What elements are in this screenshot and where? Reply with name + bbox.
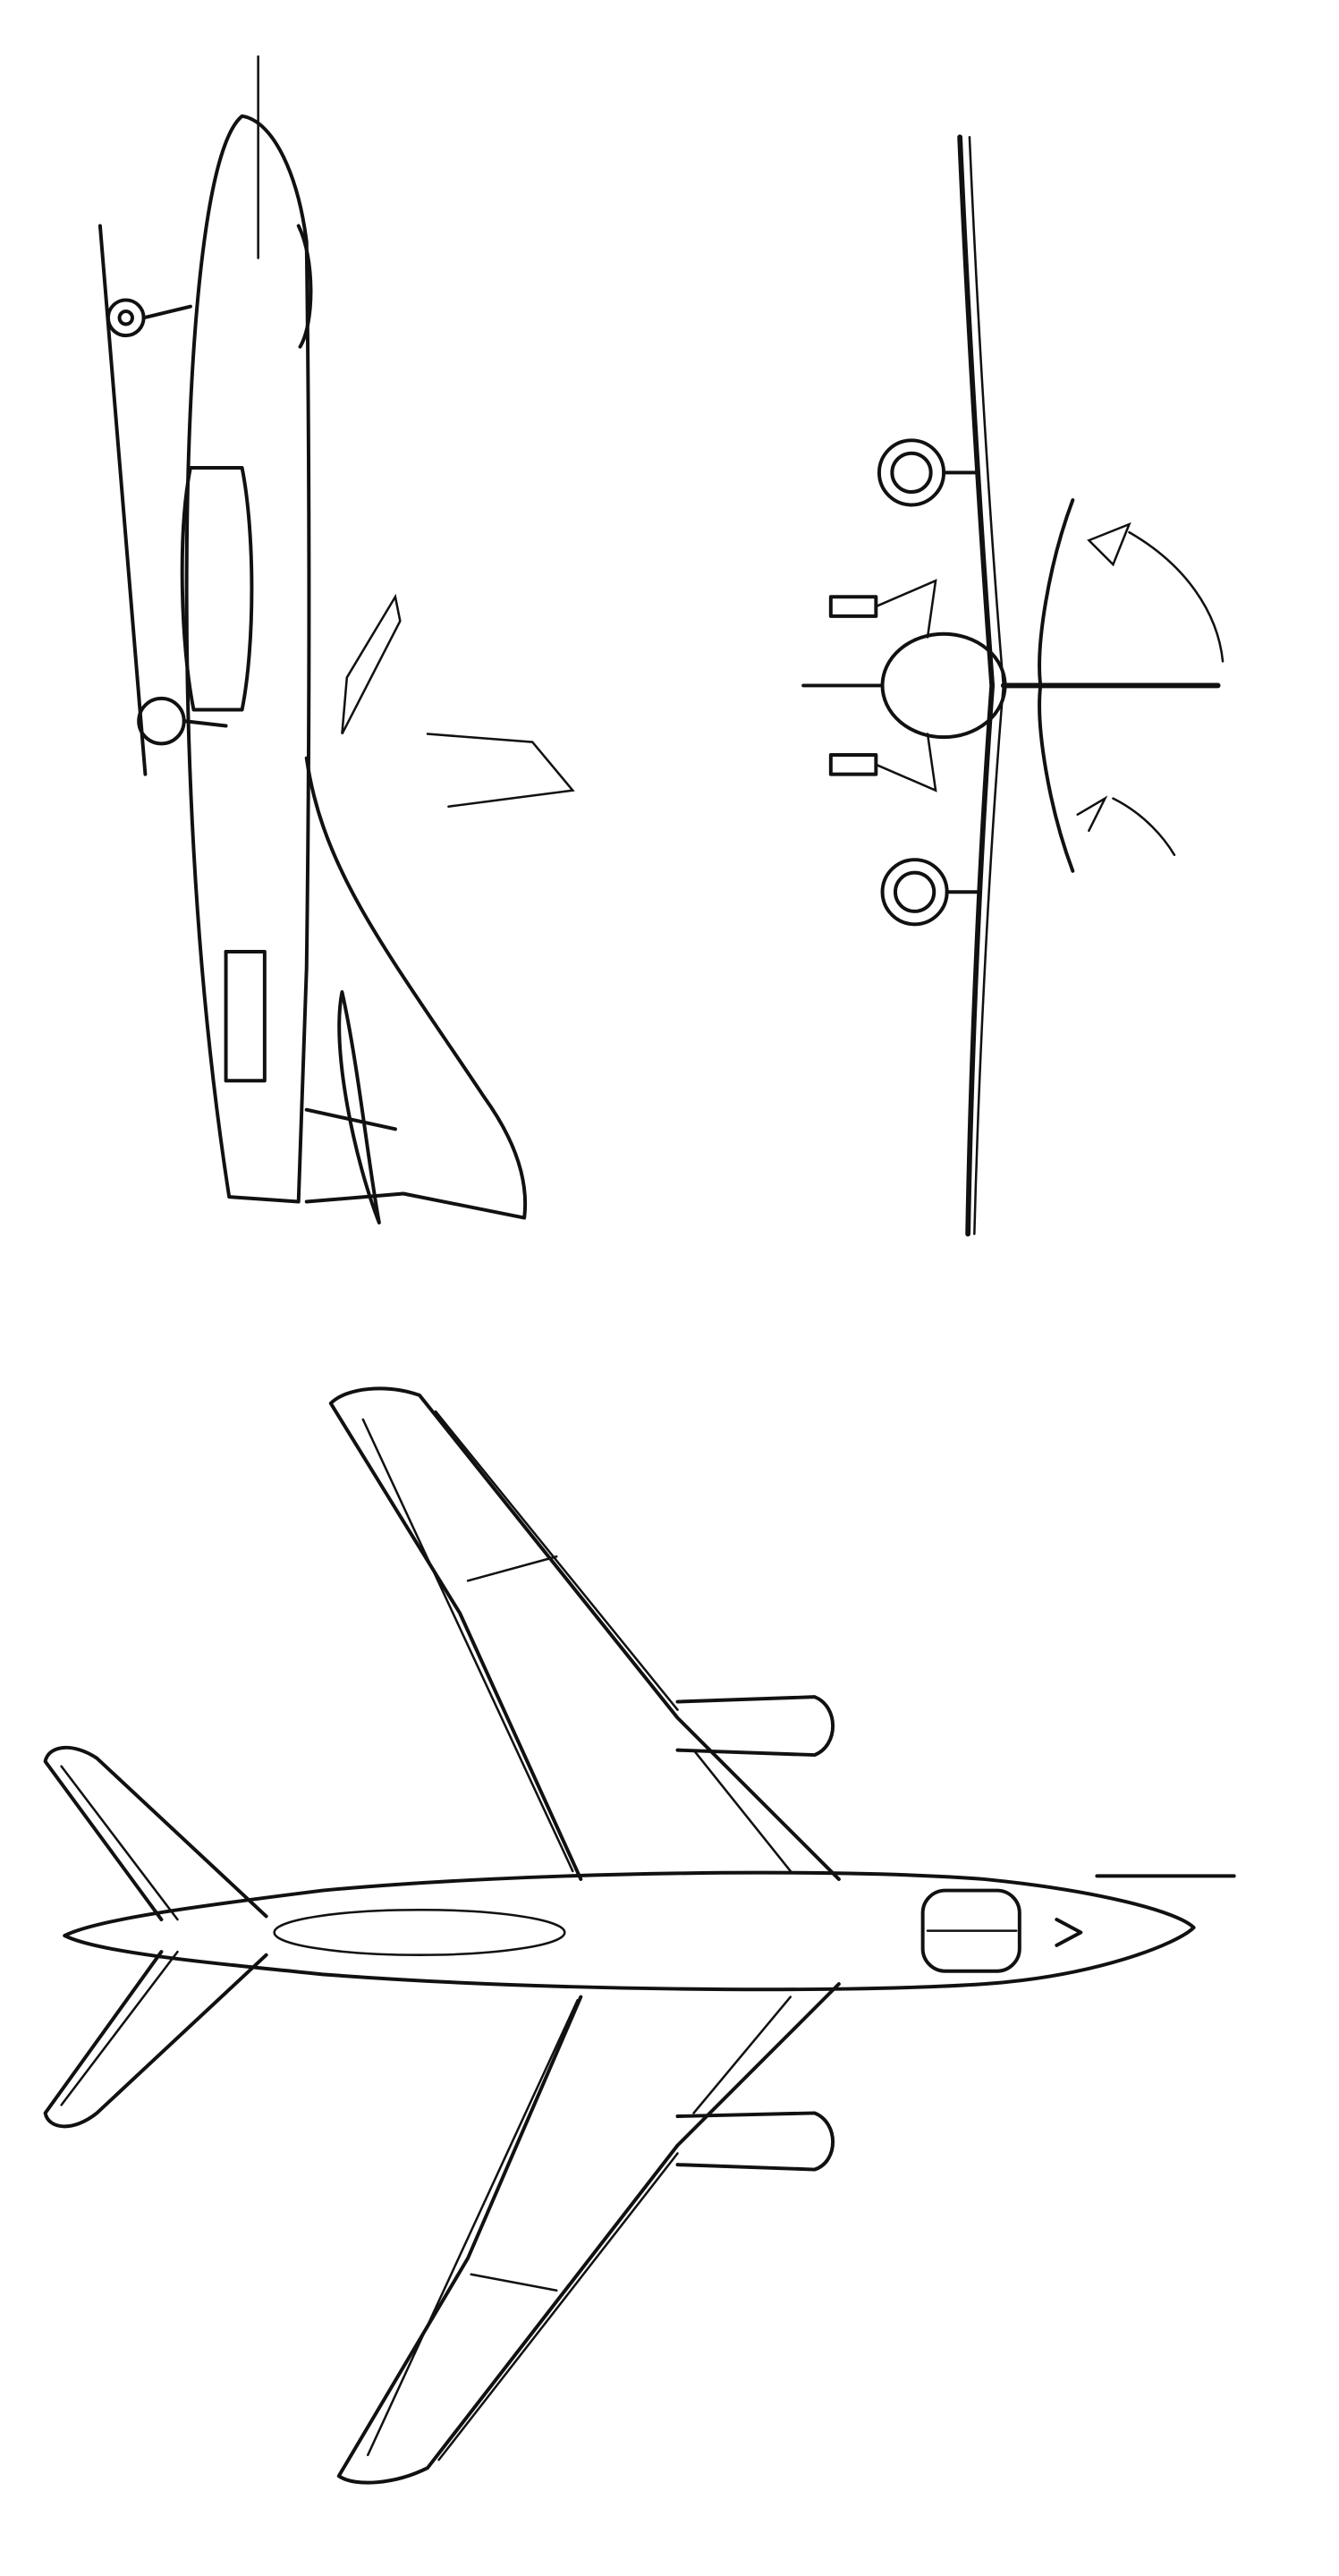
side-gear-leg-main — [182, 719, 228, 728]
front-door-arc-top — [1087, 521, 1225, 663]
top-wing-right-flap-line — [367, 1998, 579, 2457]
side-intake — [296, 224, 313, 349]
top-wing-left-slat-line — [434, 1410, 679, 1711]
side-door-2 — [426, 733, 575, 808]
top-fuselage-spine — [273, 1908, 566, 1956]
front-gear-strut-left — [875, 579, 937, 639]
front-main-gear-left — [828, 595, 878, 618]
front-door-arc-bottom — [1076, 795, 1176, 857]
top-wing-right-panels — [470, 1996, 792, 2292]
front-wing — [957, 134, 996, 1237]
front-gear-strut-right — [875, 733, 937, 792]
front-fuselage — [880, 631, 1007, 740]
top-wing-left-panels — [466, 1555, 792, 1873]
side-wheel-front — [106, 298, 146, 338]
top-wing-left — [328, 1386, 841, 1881]
side-wheel-main — [137, 696, 186, 746]
front-tailplane — [1038, 498, 1075, 873]
side-gear-leg — [141, 304, 192, 320]
front-main-gear-right — [828, 752, 878, 776]
front-engine-left — [877, 438, 946, 507]
side-rudder-line — [304, 1107, 397, 1131]
front-engine-right — [880, 858, 949, 927]
top-wing-right — [336, 1982, 841, 2485]
top-fuselage — [63, 1870, 1196, 1992]
top-nose-marker — [1055, 1918, 1083, 1947]
front-engine-left-inner — [890, 451, 933, 495]
front-engine-right-inner — [893, 870, 936, 913]
side-door-1 — [341, 593, 402, 735]
side-canopy — [180, 465, 254, 712]
front-view — [801, 134, 1225, 1237]
top-view — [43, 1386, 1236, 2485]
side-tailplane — [337, 990, 381, 1224]
side-exhaust-panel — [224, 950, 267, 1083]
side-view — [97, 55, 575, 1224]
top-tailplane-left — [43, 1745, 268, 1922]
side-vertical-tail — [304, 756, 528, 1220]
top-tailplane-right — [43, 1950, 268, 2129]
top-cockpit — [920, 1888, 1021, 1973]
side-wheel-hub — [117, 309, 134, 326]
top-engine-left — [675, 1695, 835, 1758]
top-wing-left-flap-line — [361, 1418, 574, 1873]
top-wing-right-slat-line — [437, 2152, 679, 2462]
top-engine-right — [675, 2111, 835, 2172]
side-wing-line — [97, 224, 148, 776]
top-elevator-lines — [60, 1765, 179, 2106]
